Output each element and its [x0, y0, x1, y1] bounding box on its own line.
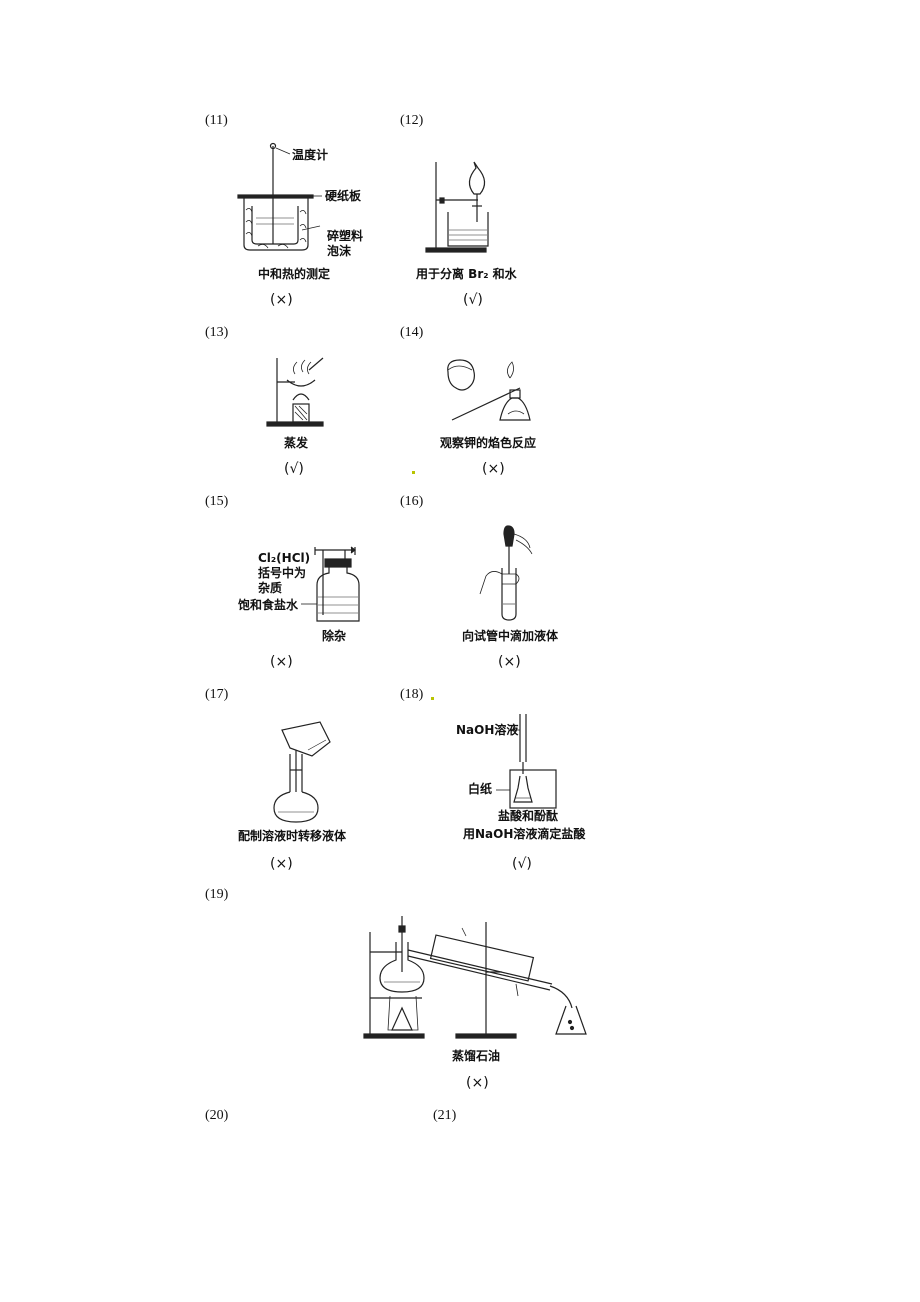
- item-14-caption: 观察钾的焰色反应: [440, 436, 537, 450]
- stray-mark-2: [431, 697, 434, 700]
- item-11-label-foam-2: 泡沫: [327, 244, 352, 258]
- item-21-number: (21): [433, 1108, 457, 1123]
- item-15-verdict: (×): [270, 654, 293, 670]
- item-13-evaporation-figure: [266, 357, 324, 427]
- item-18-verdict: (√): [512, 856, 532, 872]
- item-11-verdict: (×): [270, 292, 293, 308]
- item-17-verdict: (×): [270, 856, 293, 872]
- item-15-caption: 除杂: [322, 629, 347, 643]
- item-15-gas-washing-bottle-figure: [301, 546, 360, 622]
- item-17-caption: 配制溶液时转移液体: [238, 829, 347, 843]
- item-12-caption: 用于分离 Br₂ 和水: [416, 267, 517, 281]
- item-18-caption: 用NaOH溶液滴定盐酸: [463, 827, 586, 841]
- item-16-dropper-figure: [479, 525, 533, 621]
- item-11-label-foam-1: 碎塑料: [327, 229, 364, 243]
- item-17-volumetric-flask-figure: [273, 721, 331, 823]
- item-13-caption: 蒸发: [284, 436, 309, 450]
- item-14-number: (14): [400, 325, 424, 340]
- item-19-number: (19): [205, 887, 229, 902]
- item-18-label-acid: 盐酸和酚酞: [498, 809, 559, 823]
- item-18-titration-figure: [496, 714, 557, 809]
- item-13-verdict: (√): [284, 461, 304, 477]
- item-12-verdict: (√): [463, 292, 483, 308]
- item-15-number: (15): [205, 494, 229, 509]
- item-15-label-note-2: 杂质: [258, 581, 283, 595]
- item-11-label-cardboard: 硬纸板: [325, 189, 362, 203]
- item-15-label-note-1: 括号中为: [258, 566, 307, 580]
- item-11-label-thermometer: 温度计: [292, 148, 329, 162]
- item-12-separatory-funnel-figure: [425, 161, 489, 253]
- item-11-calorimeter-figure: [237, 142, 322, 251]
- item-16-number: (16): [400, 494, 424, 509]
- item-15-label-gas: Cl₂(HCl): [258, 551, 311, 565]
- item-11-caption: 中和热的测定: [258, 267, 331, 281]
- item-18-label-white-paper: 白纸: [468, 782, 493, 796]
- stray-mark: [412, 471, 415, 474]
- item-11-number: (11): [205, 113, 228, 128]
- item-17-number: (17): [205, 687, 229, 702]
- item-13-number: (13): [205, 325, 229, 340]
- item-14-flame-test-figure: [447, 359, 531, 421]
- item-19-verdict: (×): [466, 1075, 489, 1091]
- item-18-number: (18): [400, 687, 424, 702]
- item-18-label-naoh: NaOH溶液: [456, 723, 519, 737]
- item-15-label-brine: 饱和食盐水: [238, 598, 299, 612]
- item-19-caption: 蒸馏石油: [452, 1049, 501, 1063]
- item-14-verdict: (×): [482, 461, 505, 477]
- item-16-caption: 向试管中滴加液体: [462, 629, 559, 643]
- item-20-number: (20): [205, 1108, 229, 1123]
- item-12-number: (12): [400, 113, 424, 128]
- item-19-distillation-figure: [363, 916, 587, 1039]
- item-16-verdict: (×): [498, 654, 521, 670]
